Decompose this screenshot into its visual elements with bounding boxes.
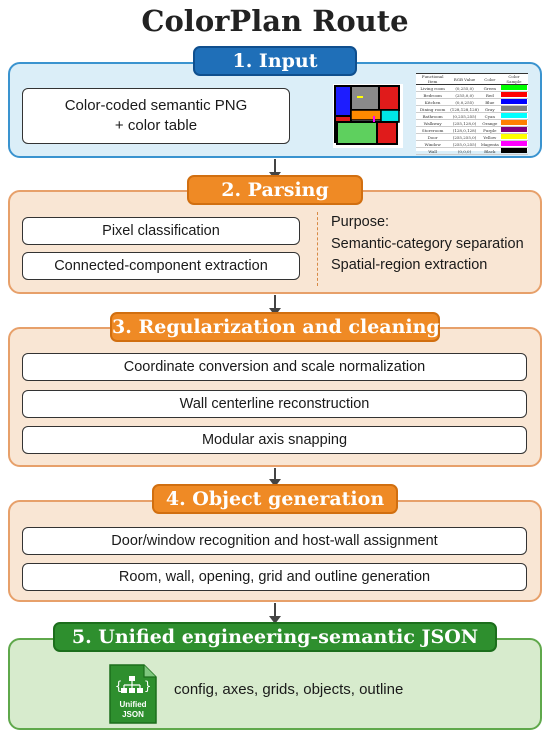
step2-separator <box>317 212 318 286</box>
color-table-cell: (128,0,128) <box>449 126 480 134</box>
color-swatch <box>500 113 527 118</box>
arrow-3-4 <box>269 468 281 487</box>
color-table-cell: (0,255,0) <box>449 84 480 92</box>
color-table-cell: Gray <box>479 105 500 113</box>
json-file-icon: { } Unified JSON <box>108 663 158 725</box>
color-swatch <box>500 92 527 97</box>
color-table-cell: Purple <box>479 126 500 134</box>
color-swatch <box>500 120 527 125</box>
step5-output-text: config, axes, grids, objects, outline <box>174 681 404 698</box>
color-table-cell: Green <box>479 84 500 92</box>
color-table-row: Living room(0,255,0)Green <box>416 84 528 92</box>
color-sample-cell <box>499 147 528 155</box>
step5-panel <box>8 638 542 730</box>
color-table-cell: (255,0,0) <box>449 91 480 99</box>
color-table-cell: Black <box>479 147 500 155</box>
color-swatch <box>500 134 527 139</box>
color-table-cell: (255,0,255) <box>449 140 480 148</box>
svg-text:}: } <box>144 679 151 693</box>
color-table-header: RGB Value <box>449 73 480 85</box>
color-sample-cell <box>499 119 528 127</box>
step3-item-coordinate-conversion: Coordinate conversion and scale normaliz… <box>22 353 527 381</box>
color-table-cell: Bathroom <box>416 112 450 120</box>
color-table-row: Bathroom(0,255,255)Cyan <box>416 112 528 120</box>
color-table-cell: Blue <box>479 98 500 106</box>
purpose-semantic: Semantic-category separation <box>331 236 524 252</box>
color-table-cell: Red <box>479 91 500 99</box>
color-sample-cell <box>499 112 528 120</box>
color-table-cell: (255,255,0) <box>449 133 480 141</box>
color-table-cell: Dining room <box>416 105 450 113</box>
step2-header: 2. Parsing <box>187 175 363 205</box>
color-table-cell: Yellow <box>479 133 500 141</box>
json-icon-label-line1: Unified <box>119 700 147 709</box>
step1-input-text: Color-coded semantic PNG + color table <box>64 97 248 134</box>
page-title: ColorPlan Route <box>141 4 409 38</box>
color-table-row: Window(255,0,255)Magenta <box>416 140 528 148</box>
purpose-spatial: Spatial-region extraction <box>331 257 488 273</box>
color-swatch <box>500 99 527 104</box>
svg-text:{: { <box>115 679 122 693</box>
color-table-cell: Cyan <box>479 112 500 120</box>
color-table-cell: Window <box>416 140 450 148</box>
color-table-cell: Storeroom <box>416 126 450 134</box>
color-table-cell: Orange <box>479 119 500 127</box>
color-sample-cell <box>499 133 528 141</box>
color-table-header: Color Sample <box>499 73 528 85</box>
color-table-row: Bedroom(255,0,0)Red <box>416 91 528 99</box>
color-swatch <box>500 141 527 146</box>
color-sample-cell <box>499 105 528 113</box>
arrow-4-5 <box>269 603 281 624</box>
color-table-row: Storeroom(128,0,128)Purple <box>416 126 528 134</box>
color-table-row: Walkway(255,128,0)Orange <box>416 119 528 127</box>
color-sample-cell <box>499 91 528 99</box>
color-sample-cell <box>499 98 528 106</box>
color-sample-cell <box>499 126 528 134</box>
step4-item-door-window: Door/window recognition and host-wall as… <box>22 527 527 555</box>
color-sample-cell <box>499 140 528 148</box>
step4-item-room-wall-generation: Room, wall, opening, grid and outline ge… <box>22 563 527 591</box>
color-table-row: Door(255,255,0)Yellow <box>416 133 528 141</box>
step1-header: 1. Input <box>193 46 357 76</box>
color-table-cell: (128,128,128) <box>449 105 480 113</box>
color-table-row: Wall(0,0,0)Black <box>416 147 528 155</box>
color-table-cell: Walkway <box>416 119 450 127</box>
color-swatch <box>500 127 527 132</box>
step1-input-box: Color-coded semantic PNG + color table <box>22 88 290 144</box>
color-table-cell: Door <box>416 133 450 141</box>
color-table-header: Functional Item <box>416 73 450 85</box>
color-sample-cell <box>499 84 528 92</box>
step3-header: 3. Regularization and cleaning <box>110 312 440 342</box>
color-table-cell: (0,0,0) <box>449 147 480 155</box>
color-swatch <box>500 106 527 111</box>
floor-plan-thumbnail <box>333 84 403 148</box>
purpose-label: Purpose: <box>331 214 390 230</box>
color-table-cell: (0,255,255) <box>449 112 480 120</box>
color-swatch <box>500 85 527 90</box>
step2-item-pixel-classification: Pixel classification <box>22 217 300 245</box>
color-table-cell: Kitchen <box>416 98 450 106</box>
color-table-cell: (0,0,255) <box>449 98 480 106</box>
step3-item-modular-axis: Modular axis snapping <box>22 426 527 454</box>
color-table-cell: Magenta <box>479 140 500 148</box>
color-table-cell: (255,128,0) <box>449 119 480 127</box>
color-table-row: Dining room(128,128,128)Gray <box>416 105 528 113</box>
step4-header: 4. Object generation <box>152 484 398 514</box>
json-icon-label-line2: JSON <box>122 710 144 719</box>
color-table-cell: Living room <box>416 84 450 92</box>
step5-header: 5. Unified engineering-semantic JSON <box>53 622 497 652</box>
color-table-cell: Bedroom <box>416 91 450 99</box>
step2-item-connected-component: Connected-component extraction <box>22 252 300 280</box>
color-table-header: Color <box>479 73 500 85</box>
color-table-row: Kitchen(0,0,255)Blue <box>416 98 528 106</box>
color-table-cell: Wall <box>416 147 450 155</box>
step3-item-wall-centerline: Wall centerline reconstruction <box>22 390 527 418</box>
color-swatch <box>500 148 527 153</box>
